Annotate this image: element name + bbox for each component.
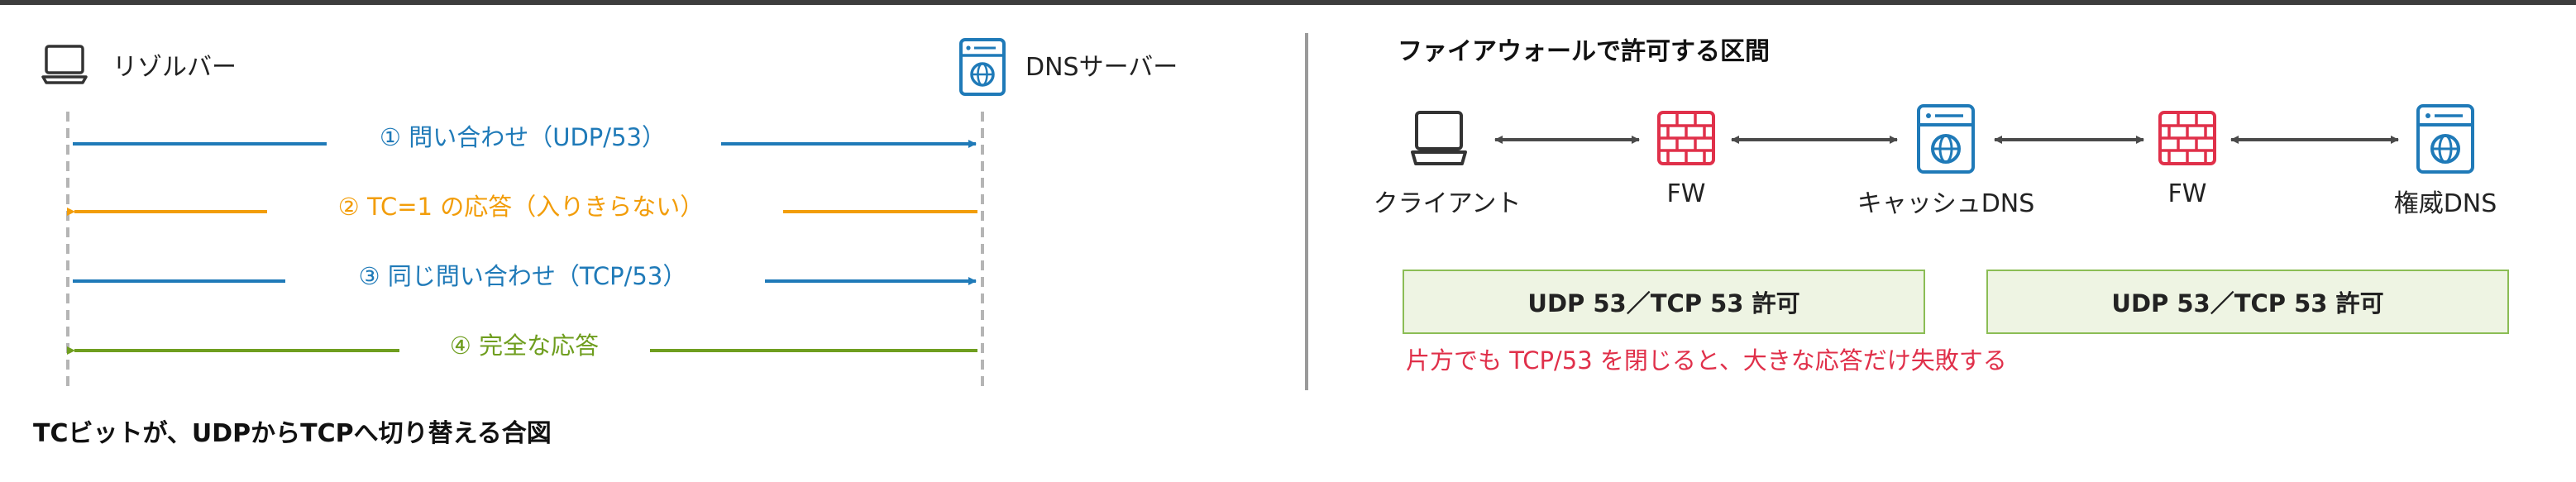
top-rule (0, 0, 2576, 5)
message-2-label: ② TC=1 の応答（入りきらない） (337, 193, 705, 221)
node-label-cache-dns: キャッシュDNS (1857, 189, 2035, 218)
panel-divider (1305, 33, 1308, 390)
allow-box-1: UDP 53／TCP 53 許可 (1403, 270, 1925, 334)
firewall-icon (1657, 111, 1715, 165)
dns-server-icon (959, 38, 1006, 96)
firewall-title: ファイアウォールで許可する区間 (1398, 37, 1770, 66)
node-label-fw-2: FW (2167, 179, 2207, 208)
warning-text: 片方でも TCP/53 を閉じると、大きな応答だけ失敗する (1406, 346, 2007, 375)
firewall-icon (2158, 111, 2216, 165)
server-label: DNSサーバー (1025, 53, 1178, 82)
laptop-icon (41, 45, 88, 84)
node-label-client: クライアント (1373, 189, 1522, 218)
laptop-icon (1411, 111, 1467, 165)
node-label-auth-dns: 権威DNS (2393, 189, 2497, 218)
dns-server-icon (1917, 104, 1975, 174)
sequence-caption: TCビットが、UDPからTCPへ切り替える合図 (33, 419, 552, 448)
allow-box-2: UDP 53／TCP 53 許可 (1986, 270, 2509, 334)
message-4-label: ④ 完全な応答 (449, 332, 600, 360)
client-label: リゾルバー (112, 53, 237, 82)
dns-server-icon (2416, 104, 2474, 174)
message-3-label: ③ 同じ問い合わせ（TCP/53） (358, 262, 687, 290)
message-1-label: ① 問い合わせ（UDP/53） (380, 123, 666, 151)
node-label-fw-1: FW (1666, 179, 1706, 208)
